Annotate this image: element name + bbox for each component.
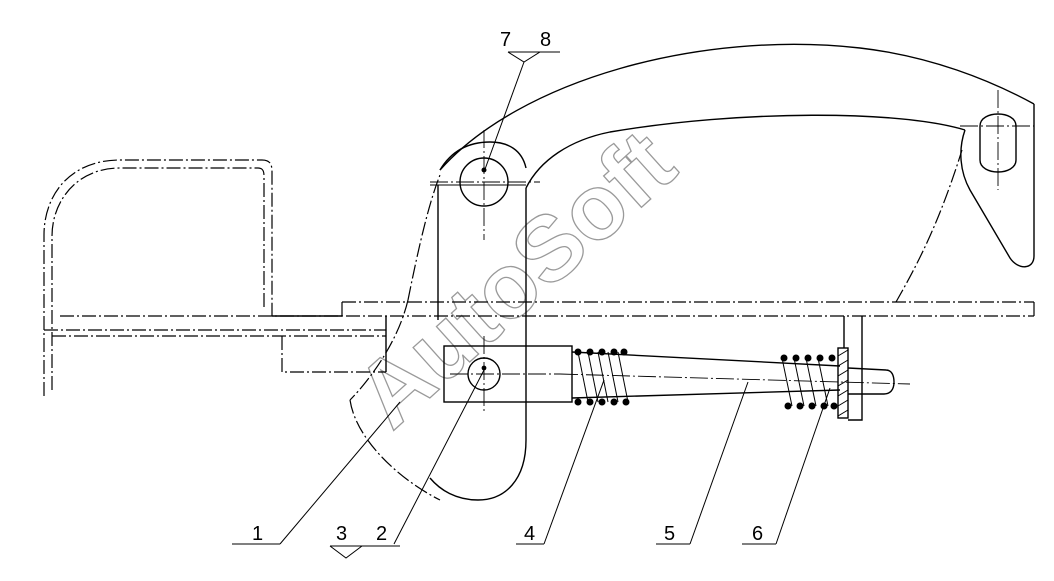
spring-4 [574, 348, 630, 406]
pivot-pin-right [960, 90, 1034, 190]
pin-block [443, 336, 573, 412]
base-plate [60, 301, 1035, 317]
callout-2: 2 [376, 523, 387, 545]
spring-6 [780, 354, 838, 410]
callout-6: 6 [752, 523, 763, 545]
callout-1: 1 [252, 523, 263, 545]
stop-plate [837, 316, 863, 421]
callout-5: 5 [664, 523, 675, 545]
lever-body [429, 43, 1035, 501]
callout-3: 3 [336, 523, 347, 545]
callouts: 7 8 1 3 2 4 5 6 [232, 29, 831, 559]
left-bracket [43, 159, 387, 396]
callout-7: 7 [500, 29, 511, 51]
lever-phantom [349, 149, 963, 501]
callout-4: 4 [524, 523, 535, 545]
callout-8: 8 [540, 29, 551, 51]
